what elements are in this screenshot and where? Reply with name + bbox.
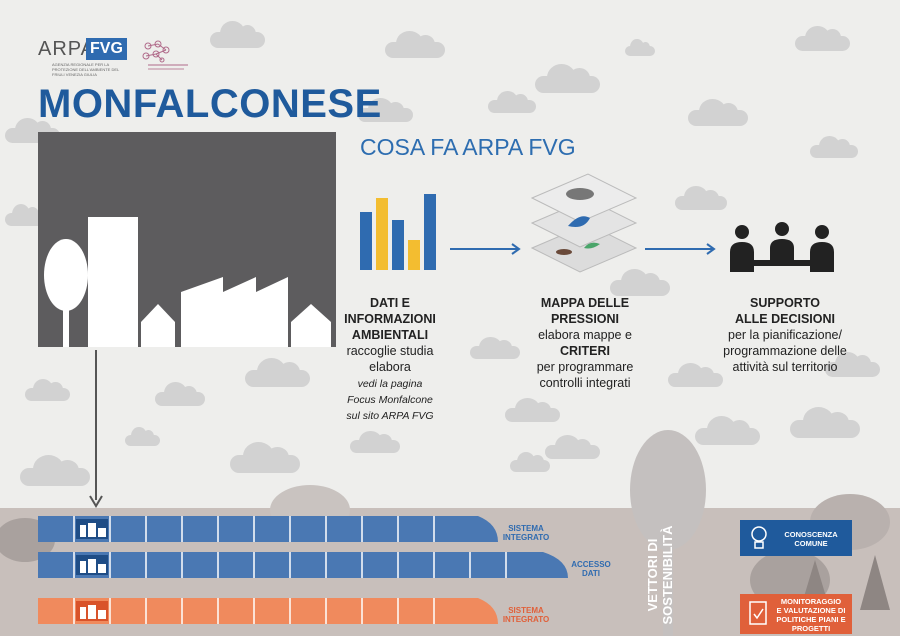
step-title: PRESSIONI: [550, 312, 620, 326]
train-icon: [38, 552, 568, 578]
cloud: [545, 435, 600, 459]
step-desc: per programmare: [536, 360, 634, 374]
step-desc: controlli integrati: [539, 376, 631, 390]
step-title: DATI E: [369, 296, 411, 310]
step-desc: CRITERI: [560, 344, 610, 358]
step-title: INFORMAZIONI: [344, 312, 436, 326]
cloud: [675, 186, 727, 210]
bar-chart-icon: [360, 194, 436, 270]
cloud: [795, 25, 850, 51]
step-desc: per la pianificazione/: [728, 328, 842, 342]
step-title: AMBIENTALI: [351, 328, 429, 342]
cloud: [25, 378, 70, 401]
city-silhouette-illustration: [38, 132, 336, 347]
cloud: [155, 382, 205, 406]
logo-arpa: ARPA: [38, 38, 95, 60]
sustainability-vectors-label: VETTORI DI SOSTENIBILITÀ: [630, 520, 690, 630]
page-title: MONFALCONESE: [38, 82, 382, 126]
cloud: [125, 427, 160, 446]
cloud: [695, 416, 760, 445]
step-desc: attività sul territorio: [732, 360, 838, 374]
cloud: [210, 20, 265, 48]
right-arrow-icon: [450, 243, 521, 255]
logo-fvg: FVG: [86, 38, 127, 60]
logo: ARPA FVG AGENZIA REGIONALE PER LA PROTEZ…: [38, 38, 208, 78]
cloud: [230, 442, 300, 473]
step-support: SUPPORTO ALLE DECISIONI per la pianifica…: [715, 295, 855, 375]
box-label: CONOSCENZA COMUNE: [784, 530, 838, 548]
right-arrow-icon: [645, 243, 716, 255]
cloud: [20, 455, 90, 486]
map-layers-icon: [530, 173, 638, 273]
meeting-people-icon: [730, 222, 834, 272]
vettori-text: VETTORI DI SOSTENIBILITÀ: [645, 525, 675, 625]
step-title: MAPPA DELLE: [540, 296, 630, 310]
box-common-knowledge: CONOSCENZA COMUNE: [740, 520, 852, 556]
cloud: [535, 64, 600, 93]
step-note: sul sito ARPA FVG: [346, 410, 434, 422]
cloud: [625, 39, 655, 56]
down-arrow-icon: [89, 350, 103, 508]
step-title: ALLE DECISIONI: [734, 312, 835, 326]
train-icon: [38, 516, 498, 542]
cloud: [385, 30, 445, 58]
cloud: [488, 90, 536, 113]
cloud: [470, 336, 520, 359]
train-data-access: ACCESSO DATI: [38, 552, 611, 580]
step-data: DATI E INFORMAZIONI AMBIENTALI raccoglie…: [330, 295, 450, 423]
step-title: SUPPORTO: [750, 296, 820, 310]
logo-subtitle: AGENZIA REGIONALE PER LA PROTEZIONE DELL…: [52, 62, 120, 77]
step-desc: raccoglie studia: [346, 344, 434, 358]
cloud: [510, 451, 550, 472]
cloud: [610, 268, 670, 296]
train-integrated: SISTEMA INTEGRATO: [38, 516, 549, 544]
lightbulb-icon: [751, 526, 767, 549]
box-label: MONITORAGGIO E VALUTAZIONE DI POLITICHE …: [776, 597, 846, 633]
molecule-logo-icon: [142, 40, 188, 70]
train-label: SISTEMA INTEGRATO: [502, 524, 550, 542]
section-heading: COSA FA ARPA FVG: [360, 134, 576, 160]
cloud: [825, 351, 880, 377]
step-map: MAPPA DELLE PRESSIONI elabora mappe e CR…: [520, 295, 650, 391]
step-desc: programmazione delle: [723, 344, 847, 358]
step-note: Focus Monfalcone: [347, 394, 433, 406]
cloud: [245, 358, 310, 387]
box-monitoring: MONITORAGGIO E VALUTAZIONE DI POLITICHE …: [740, 594, 852, 634]
cloud: [668, 363, 723, 387]
cloud: [358, 98, 413, 122]
train-icon: [38, 598, 498, 624]
cloud: [350, 430, 400, 453]
cloud: [790, 407, 860, 438]
train-label: SISTEMA INTEGRATO: [502, 606, 550, 624]
step-desc: elabora mappe e: [538, 328, 632, 342]
cloud: [505, 398, 560, 422]
train-integrated-orange: SISTEMA INTEGRATO: [38, 598, 549, 626]
checklist-icon: [749, 601, 767, 625]
cloud: [5, 203, 45, 226]
train-label: ACCESSO DATI: [571, 560, 611, 578]
cloud: [688, 98, 748, 126]
step-note: vedi la pagina: [357, 378, 423, 390]
cloud: [810, 135, 858, 158]
step-desc: elabora: [369, 360, 411, 374]
